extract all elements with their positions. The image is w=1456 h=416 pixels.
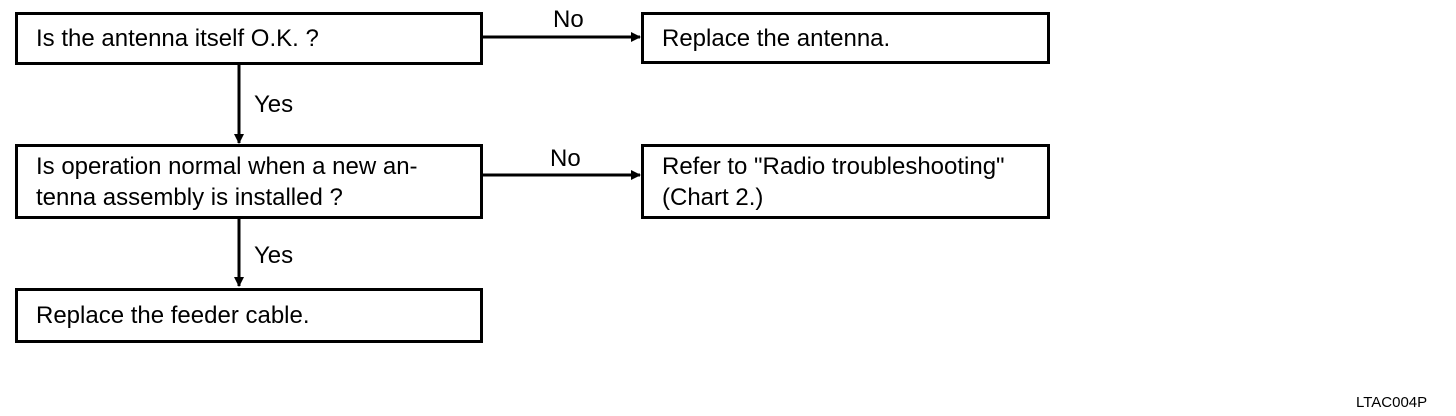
radio-troubleshooting-box: Refer to "Radio troubleshooting" (Chart … <box>641 144 1050 219</box>
figure-code: LTAC004P <box>1356 394 1428 411</box>
question-operation-normal-line1: Is operation normal when a new an- <box>36 152 418 180</box>
question-antenna-ok-box: Is the antenna itself O.K. ? <box>15 12 483 65</box>
replace-antenna-text: Replace the antenna. <box>662 24 891 52</box>
replace-feeder-cable-text: Replace the feeder cable. <box>36 302 310 329</box>
replace-feeder-cable-box: Replace the feeder cable. <box>15 288 483 343</box>
question-operation-normal-box: Is operation normal when a new an- tenna… <box>15 144 483 219</box>
q1-yes-label: Yes <box>254 91 294 118</box>
replace-antenna-box: Replace the antenna. <box>641 12 1050 64</box>
question-operation-normal-line2: tenna assembly is installed ? <box>36 183 343 211</box>
radio-troubleshooting-line2: (Chart 2.) <box>662 183 764 211</box>
q2-yes-label: Yes <box>254 242 294 269</box>
q2-no-label: No <box>550 145 581 172</box>
radio-troubleshooting-line1: Refer to "Radio troubleshooting" <box>662 152 1005 180</box>
question-antenna-ok-text: Is the antenna itself O.K. ? <box>36 25 319 52</box>
q1-no-label: No <box>553 6 584 33</box>
